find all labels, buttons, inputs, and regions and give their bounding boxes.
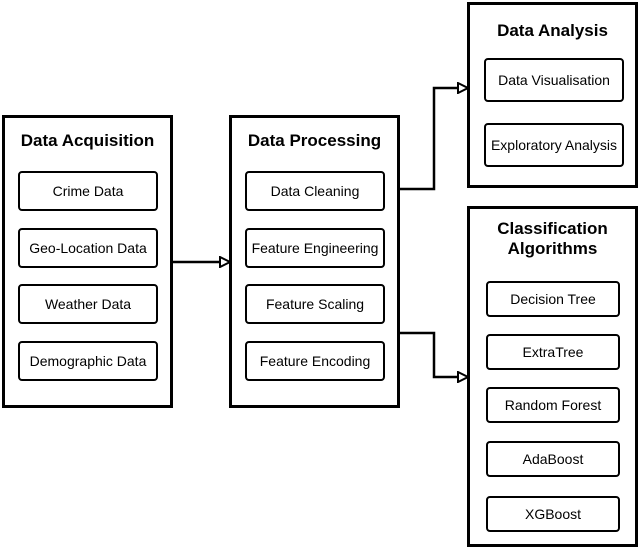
data-processing-group: Data Processing Data Cleaning Feature En… [229, 115, 400, 408]
demographic-data-box: Demographic Data [18, 341, 158, 381]
extratree-box: ExtraTree [486, 334, 620, 370]
data-acquisition-title: Data Acquisition [20, 131, 155, 150]
classification-algorithms-group: Classification Algorithms Decision Tree … [467, 206, 638, 547]
data-visualisation-box: Data Visualisation [484, 58, 624, 102]
arrow-processing-to-classification [400, 331, 467, 377]
data-acquisition-group: Data Acquisition Crime Data Geo-Location… [2, 115, 173, 408]
feature-scaling-box: Feature Scaling [245, 284, 385, 324]
geo-location-data-box: Geo-Location Data [18, 228, 158, 268]
classification-algorithms-title: Classification Algorithms [497, 219, 608, 258]
feature-encoding-box: Feature Encoding [245, 341, 385, 381]
xgboost-box: XGBoost [486, 496, 620, 532]
arrow-processing-to-analysis [400, 88, 467, 191]
data-analysis-title: Data Analysis [497, 21, 608, 40]
weather-data-box: Weather Data [18, 284, 158, 324]
adaboost-box: AdaBoost [486, 441, 620, 477]
decision-tree-box: Decision Tree [486, 281, 620, 317]
crime-data-box: Crime Data [18, 171, 158, 211]
exploratory-analysis-box: Exploratory Analysis [484, 123, 624, 167]
random-forest-box: Random Forest [486, 387, 620, 423]
feature-engineering-box: Feature Engineering [245, 228, 385, 268]
data-analysis-group: Data Analysis Data Visualisation Explora… [467, 2, 638, 188]
data-processing-title: Data Processing [247, 131, 382, 150]
data-cleaning-box: Data Cleaning [245, 171, 385, 211]
